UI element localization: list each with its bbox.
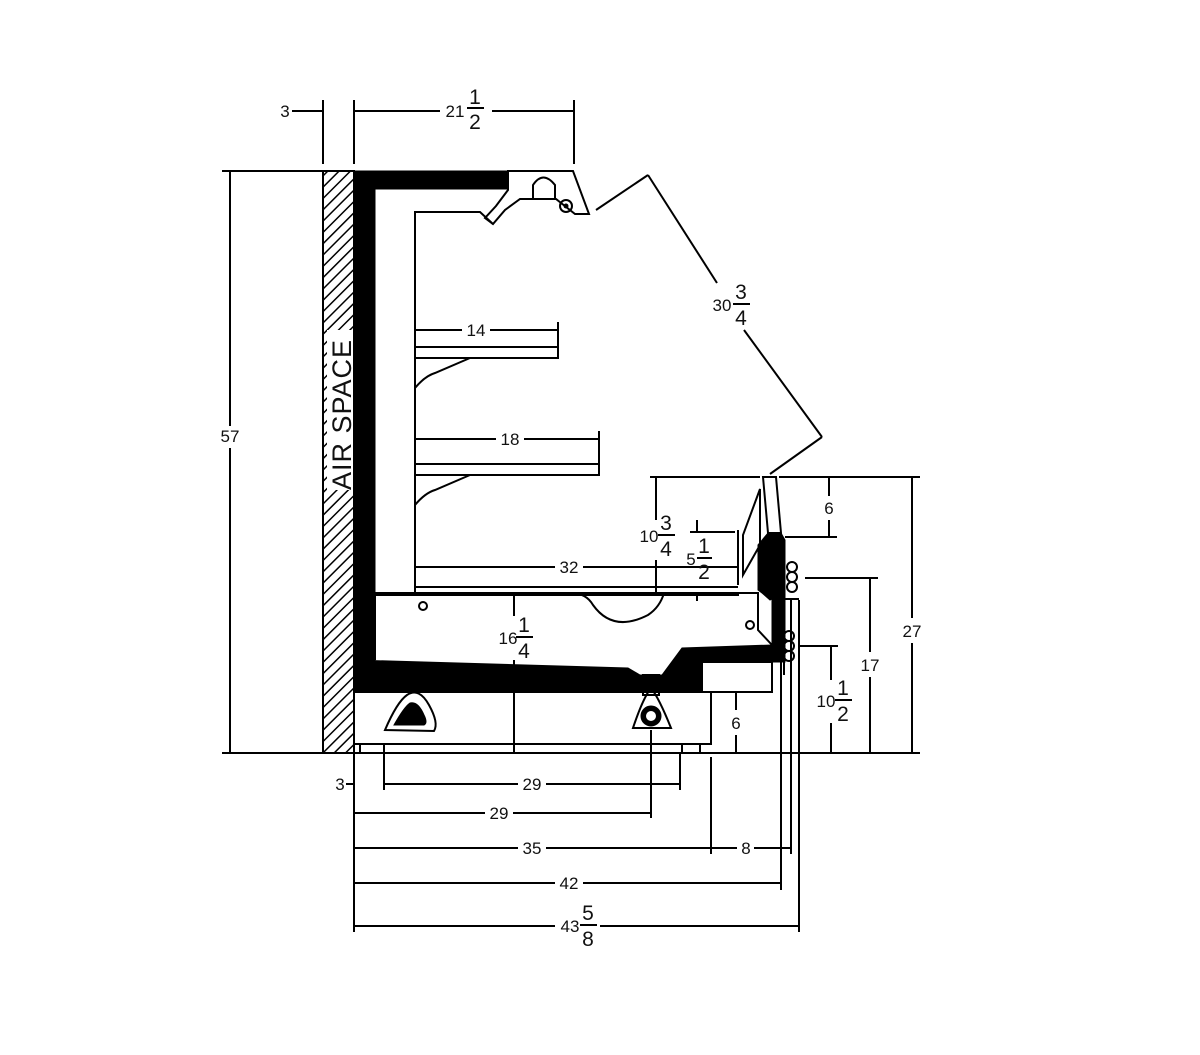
svg-text:16: 16 xyxy=(499,629,518,648)
svg-text:10: 10 xyxy=(817,692,836,711)
svg-text:2: 2 xyxy=(837,703,849,726)
svg-text:43: 43 xyxy=(561,917,580,936)
dim-inner-front: 5 1 2 xyxy=(686,535,712,584)
svg-text:3: 3 xyxy=(735,281,747,304)
svg-text:4: 4 xyxy=(518,640,530,663)
svg-text:21: 21 xyxy=(446,102,465,121)
dim-deck-depth: 32 xyxy=(560,558,579,577)
dim-bumper-top: 6 xyxy=(824,499,833,518)
dim-front-height: 10 3 4 xyxy=(640,512,675,561)
rear-wall-solid xyxy=(353,170,376,692)
case-body xyxy=(353,170,799,754)
dim-bumper-lower: 17 xyxy=(861,656,880,675)
dim-max-depth: 43 5 8 xyxy=(561,902,597,951)
upper-shelf xyxy=(414,346,559,389)
svg-text:5: 5 xyxy=(686,550,695,569)
lower-shelf xyxy=(414,463,600,506)
leg-front xyxy=(681,743,701,754)
svg-text:2: 2 xyxy=(469,111,481,134)
svg-text:5: 5 xyxy=(582,902,594,925)
svg-text:4: 4 xyxy=(660,538,672,561)
svg-text:2: 2 xyxy=(698,561,710,584)
svg-text:8: 8 xyxy=(582,928,594,951)
dim-leg-offset: 3 xyxy=(335,775,344,794)
svg-text:1: 1 xyxy=(698,535,710,558)
dim-base-height: 16 1 4 xyxy=(499,614,533,663)
svg-text:1: 1 xyxy=(518,614,530,637)
svg-text:1: 1 xyxy=(837,677,849,700)
dim-shelf-lower: 18 xyxy=(501,430,520,449)
dim-base-depth: 35 xyxy=(523,839,542,858)
front-bumper xyxy=(737,476,799,675)
canopy-light-icon xyxy=(532,176,556,200)
dim-opening: 30 3 4 xyxy=(713,281,750,330)
dim-leg-span: 29 xyxy=(523,775,542,794)
svg-text:4: 4 xyxy=(735,307,747,330)
dim-front-overhang: 8 xyxy=(741,839,750,858)
air-space-label-group: AIR SPACE xyxy=(327,330,357,490)
access-handle-icon xyxy=(383,691,437,733)
dim-wall-gap: 3 xyxy=(280,102,289,121)
dim-drain-offset: 29 xyxy=(490,804,509,823)
leg-rear xyxy=(359,743,385,754)
dimension-lines xyxy=(222,100,920,932)
svg-text:3: 3 xyxy=(660,512,672,535)
dimension-labels: 3 21 1 2 57 30 3 4 14 18 32 10 3 4 5 1 2 xyxy=(221,86,922,951)
canopy-top xyxy=(354,170,509,190)
svg-text:30: 30 xyxy=(713,296,732,315)
dim-front-overall: 27 xyxy=(903,622,922,641)
dim-overall-height: 57 xyxy=(221,427,240,446)
drain-trap-icon xyxy=(631,674,673,729)
svg-text:10: 10 xyxy=(640,527,659,546)
svg-text:1: 1 xyxy=(469,86,481,109)
dim-overall-depth: 42 xyxy=(560,874,579,893)
dim-shelf-upper: 14 xyxy=(467,321,486,340)
dim-rail-height: 10 1 2 xyxy=(817,677,852,726)
dim-toe-kick: 6 xyxy=(731,714,740,733)
dim-top-depth: 21 1 2 xyxy=(446,86,484,134)
air-space-label: AIR SPACE xyxy=(327,339,357,490)
